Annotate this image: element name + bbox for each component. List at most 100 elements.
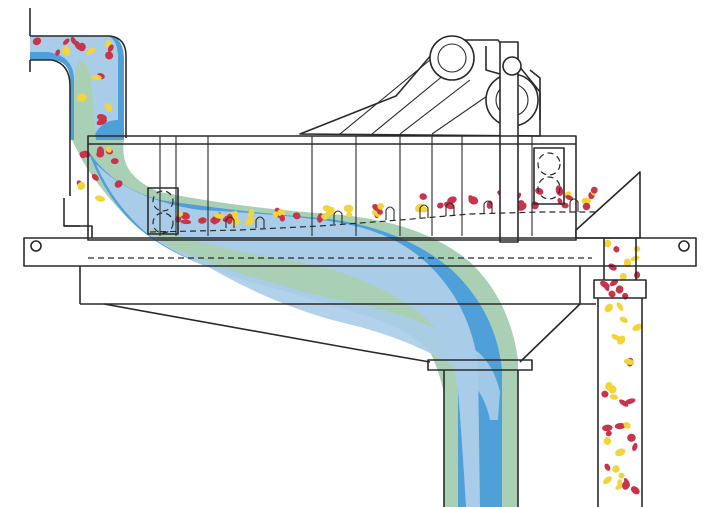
screen-clips: [225, 198, 579, 228]
inlet-feed-fluid-light: [30, 36, 118, 140]
solid-particle: [419, 193, 427, 200]
solid-particle: [63, 38, 70, 45]
solid-particle: [91, 173, 99, 181]
solid-particle: [605, 382, 613, 391]
solid-particle: [76, 93, 87, 102]
solid-particle: [603, 437, 612, 445]
solid-particle: [624, 398, 636, 405]
right-mount-hole: [678, 240, 690, 252]
solid-particle: [85, 47, 96, 55]
solid-particle: [604, 303, 614, 313]
solids-discharge-chute: [593, 238, 647, 507]
solid-particle: [105, 51, 114, 60]
solid-particle: [630, 486, 640, 495]
solid-particle: [617, 335, 626, 345]
solid-particles: [32, 36, 643, 495]
solid-particle: [377, 202, 384, 210]
solid-particle: [608, 263, 617, 271]
solid-particle: [226, 213, 233, 225]
solid-particle: [535, 187, 544, 195]
collection-tank: [103, 303, 581, 371]
solid-particle: [96, 146, 105, 157]
main-flow-light-streak: [200, 262, 500, 420]
solid-particle: [272, 211, 279, 218]
support-frame: [23, 225, 697, 305]
solid-particle: [601, 390, 609, 398]
solid-particle: [619, 272, 627, 281]
solid-particle: [609, 279, 619, 287]
solid-particle: [114, 180, 123, 188]
solid-particle: [616, 302, 624, 311]
drive-pulley: [429, 35, 475, 81]
solid-particle: [346, 211, 353, 218]
solid-particle: [604, 463, 611, 471]
solid-particle: [615, 448, 626, 457]
solid-particle: [468, 196, 479, 205]
left-mount-hole: [30, 240, 42, 252]
solid-particle: [623, 421, 631, 429]
solid-particle: [612, 465, 620, 473]
solid-particle: [633, 245, 641, 252]
solid-particle: [343, 204, 354, 213]
motor-post: [499, 41, 519, 243]
solid-particle: [605, 430, 612, 437]
solid-particle: [619, 399, 629, 407]
solid-particle: [32, 37, 42, 46]
solid-particle: [79, 151, 87, 159]
solid-particle: [622, 292, 629, 300]
right-roller-box: [533, 147, 565, 205]
solid-particle: [91, 74, 102, 81]
solid-particle: [603, 239, 612, 248]
solid-particle: [613, 246, 620, 253]
solid-particle: [619, 316, 628, 323]
solid-particle: [321, 214, 328, 220]
solid-particle: [617, 479, 622, 486]
solid-particle: [447, 196, 457, 204]
solid-particle: [245, 216, 255, 226]
solid-particle: [632, 323, 643, 332]
solid-particle: [622, 480, 630, 490]
solid-particle: [94, 195, 106, 202]
solid-particle: [104, 103, 113, 112]
solid-particle: [590, 186, 598, 194]
solid-particle: [565, 195, 574, 201]
solid-particle: [627, 433, 636, 442]
solid-particle: [615, 285, 624, 294]
solid-particle: [247, 208, 255, 218]
solid-particle: [581, 197, 591, 205]
solid-particle: [634, 271, 641, 279]
solid-particle: [608, 290, 616, 298]
solid-particle: [632, 442, 638, 452]
solid-particle: [623, 358, 635, 365]
solid-particle: [609, 394, 619, 400]
screen-basket: [87, 135, 641, 241]
solid-particle: [618, 472, 625, 479]
solid-particle: [326, 206, 335, 216]
solid-particle: [602, 424, 613, 432]
solid-particle: [213, 213, 225, 219]
solid-particle: [614, 422, 626, 430]
solid-particle: [180, 219, 192, 225]
solid-particle: [517, 202, 527, 211]
solid-particle: [70, 36, 77, 45]
solid-particle: [623, 258, 632, 268]
solid-particle: [292, 212, 301, 220]
solid-particle: [582, 202, 591, 211]
solid-particle: [277, 208, 286, 217]
solid-particle: [78, 42, 86, 52]
solid-particle: [603, 283, 610, 292]
left-roller-box: [147, 187, 179, 235]
solid-particle: [630, 255, 640, 262]
solid-particle: [106, 146, 112, 153]
solid-particle: [557, 198, 563, 205]
solid-particle: [107, 44, 114, 52]
solid-particle: [77, 181, 86, 190]
solid-particle: [110, 158, 119, 165]
solid-particle: [437, 202, 444, 209]
machine-outline: [23, 8, 697, 507]
fluid-outlet-pipe: [443, 370, 519, 507]
solid-particle: [61, 47, 70, 55]
solid-particle: [232, 210, 239, 217]
solid-particle: [603, 476, 612, 485]
